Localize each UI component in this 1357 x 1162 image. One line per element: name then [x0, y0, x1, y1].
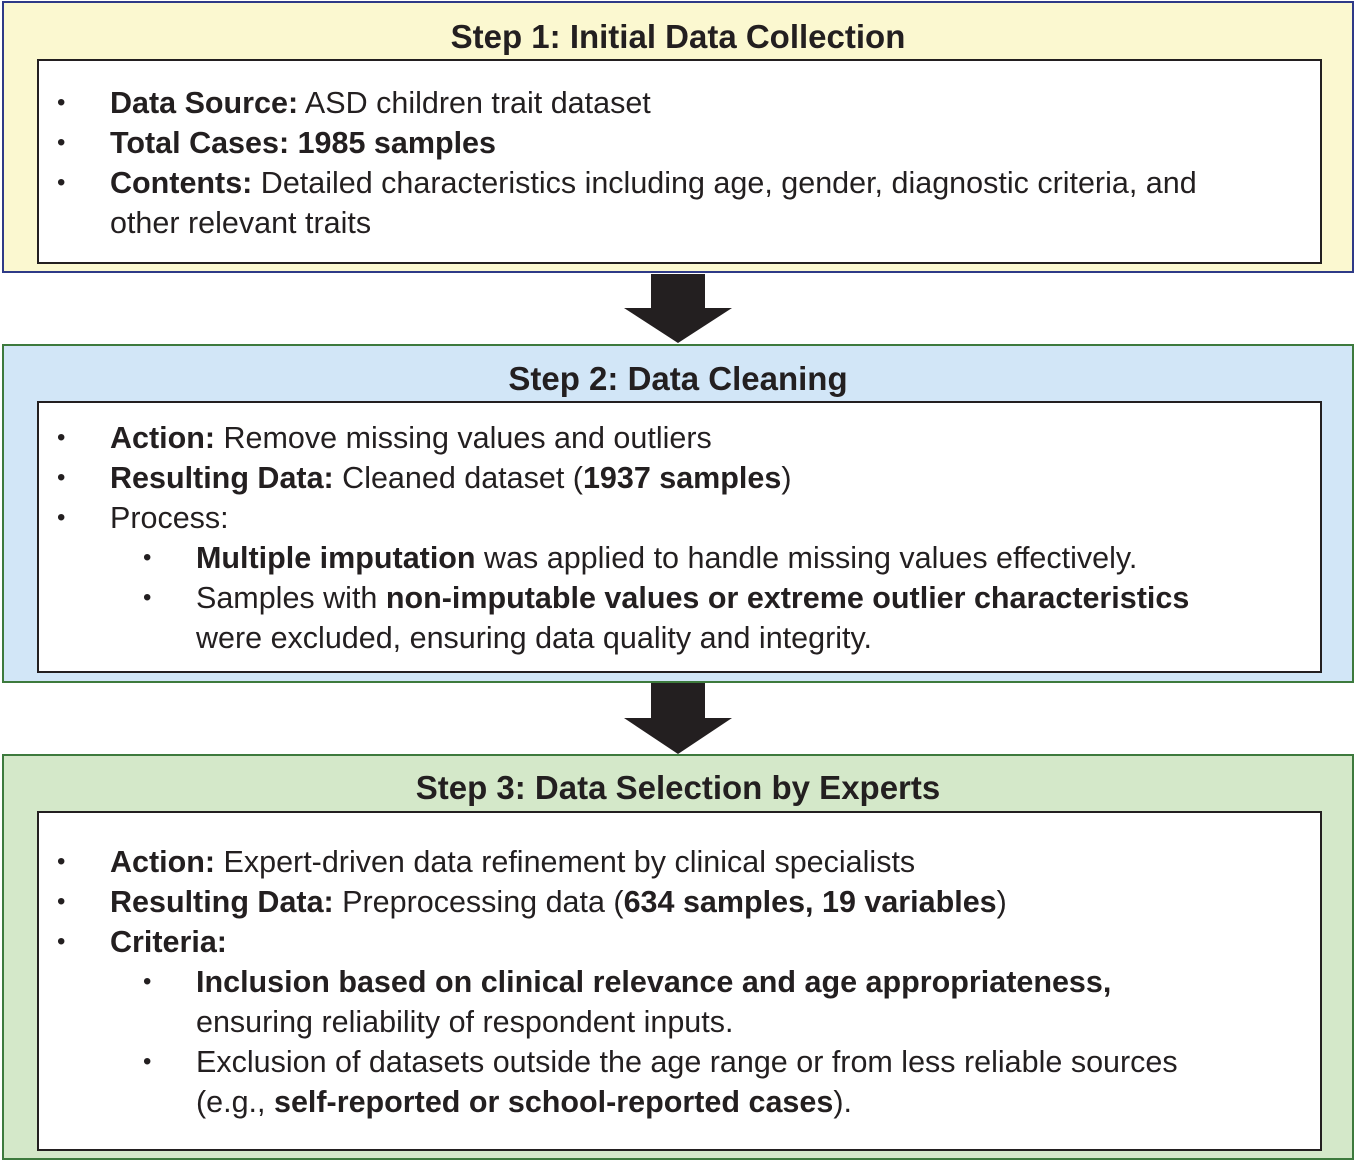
contents-item-continued: other relevant traits [110, 206, 372, 240]
step-3-box: Step 3: Data Selection by Experts • Acti… [2, 754, 1354, 1160]
sub-bullet: • [143, 544, 152, 571]
step-1-title: Step 1: Initial Data Collection [450, 18, 906, 55]
step-3-content-box: • Action: Expert-driven data refinement … [37, 811, 1322, 1151]
process-item: Process: [110, 501, 229, 535]
step-2-content-box: • Action: Remove missing values and outl… [37, 401, 1322, 673]
action-item: Action: Remove missing values and outlie… [110, 421, 712, 455]
sub-bullet: • [143, 584, 152, 611]
arrow-shape [624, 683, 732, 754]
step-3-title: Step 3: Data Selection by Experts [415, 769, 941, 806]
resulting-data-item: Resulting Data: Preprocessing data (634 … [110, 885, 1007, 919]
sub-bullet: • [143, 968, 152, 995]
down-arrow-icon [624, 274, 732, 343]
exclusion-subitem: Samples with non-imputable values or ext… [196, 581, 1190, 615]
arrow-shape [624, 274, 732, 343]
sub-bullet: • [143, 1048, 152, 1075]
action-item: Action: Expert-driven data refinement by… [110, 845, 916, 879]
bullet: • [57, 129, 66, 156]
inclusion-subitem-continued: ensuring reliability of respondent input… [196, 1005, 734, 1039]
step-2-title: Step 2: Data Cleaning [508, 360, 848, 397]
contents-item: Contents: Detailed characteristics inclu… [110, 166, 1197, 200]
bullet: • [57, 504, 66, 531]
bullet: • [57, 464, 66, 491]
data-source-item: Data Source: ASD children trait dataset [110, 86, 651, 120]
imputation-subitem: Multiple imputation was applied to handl… [196, 541, 1138, 575]
bullet: • [57, 169, 66, 196]
step-1-box: Step 1: Initial Data Collection • Data S… [2, 1, 1354, 273]
down-arrow-icon [624, 683, 732, 754]
inclusion-subitem: Inclusion based on clinical relevance an… [196, 965, 1112, 999]
criteria-item: Criteria: [110, 925, 227, 959]
bullet: • [57, 848, 66, 875]
exclusion-subitem-continued: were excluded, ensuring data quality and… [196, 621, 872, 655]
exclusion-subitem-continued: (e.g., self-reported or school-reported … [196, 1085, 852, 1119]
bullet: • [57, 89, 66, 116]
step-1-content-box: • Data Source: ASD children trait datase… [37, 59, 1322, 264]
bullet: • [57, 888, 66, 915]
total-cases-item: Total Cases: 1985 samples [110, 126, 496, 160]
exclusion-subitem: Exclusion of datasets outside the age ra… [196, 1045, 1178, 1079]
bullet: • [57, 928, 66, 955]
bullet: • [57, 424, 66, 451]
resulting-data-item: Resulting Data: Cleaned dataset (1937 sa… [110, 461, 792, 495]
step-2-box: Step 2: Data Cleaning • Action: Remove m… [2, 344, 1354, 683]
